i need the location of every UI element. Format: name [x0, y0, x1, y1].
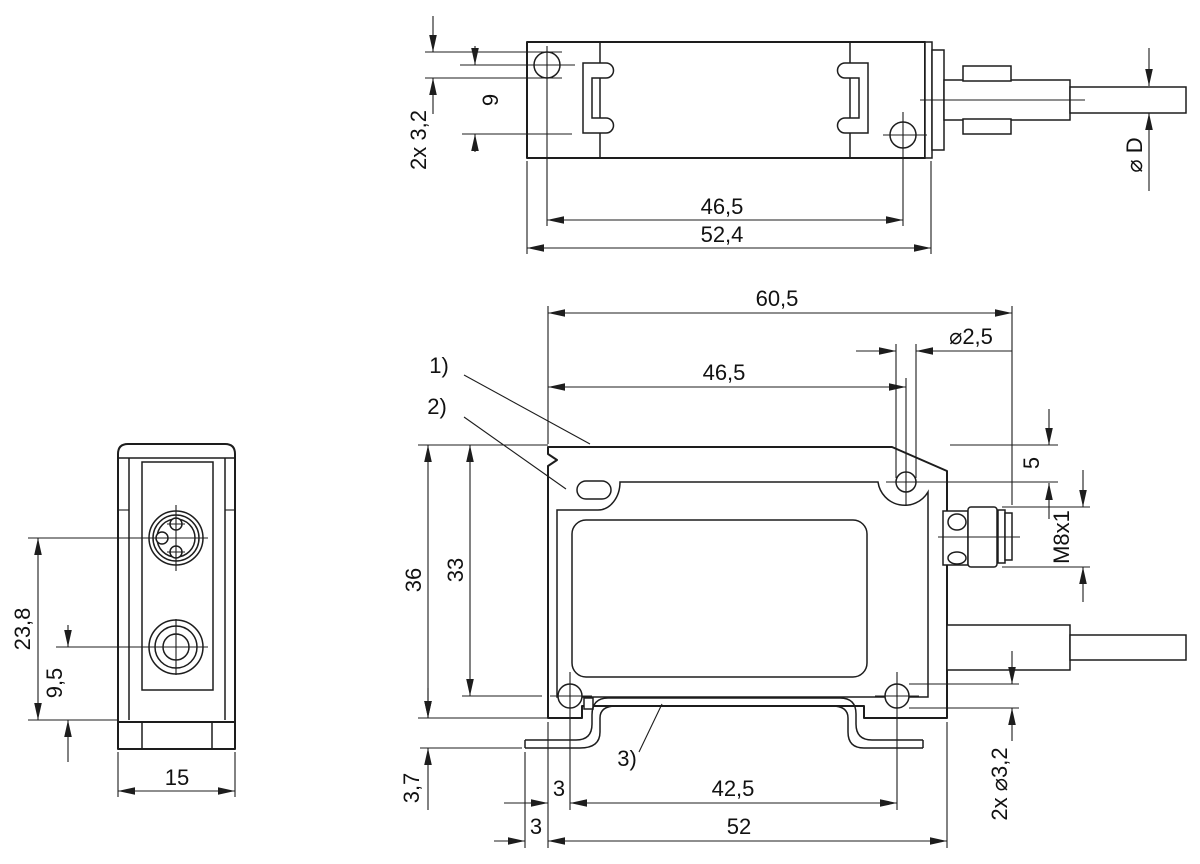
leader-line: [638, 703, 663, 753]
mounting-bracket: [524, 697, 924, 749]
callout-label: 3): [617, 746, 637, 771]
dim-top-hole-dia: ⌀2,5: [856, 324, 1012, 478]
m8-connector-side: [938, 506, 1020, 568]
bracket-top-surface: [525, 697, 923, 741]
dim-bottom-row: 3 42,5 3 52: [494, 722, 948, 848]
callout-label: 1): [429, 353, 449, 378]
front-view: 23,8 9,5 15: [10, 443, 236, 797]
dim-top-hole-spacing: 46,5: [547, 194, 903, 224]
gland-nut-lower: [962, 118, 1012, 135]
leader-line: [463, 416, 567, 490]
dim-clamp-hole-dia: 2x 3,2: [406, 16, 562, 170]
dim-label: 2x 3,2: [406, 110, 431, 170]
gland-nut-upper: [962, 65, 1012, 82]
dim-label: 46,5: [701, 194, 744, 219]
dim-label: 36: [401, 568, 426, 592]
dim-label: 60,5: [756, 286, 799, 311]
dim-label: 23,8: [10, 608, 35, 651]
bracket-bottom-surface: [525, 705, 923, 749]
side-view: 60,5 46,5 ⌀2,5 5 M8x1: [399, 286, 1187, 848]
dim-label: ⌀2,5: [949, 324, 993, 349]
indicator-slot: [576, 480, 612, 500]
dim-label: 33: [443, 558, 468, 582]
leader-line: [463, 374, 591, 445]
callout-1: 1): [429, 353, 591, 445]
cable: [1069, 86, 1187, 114]
connector-detail: [947, 551, 967, 565]
callout-3: 3): [617, 703, 663, 771]
dim-inner-height: 33: [443, 445, 542, 697]
dim-label: M8x1: [1049, 510, 1074, 564]
dim-total-length: 60,5: [547, 286, 1013, 505]
dim-label: 9,5: [42, 668, 67, 699]
dim-hole-edge-offset: 9: [462, 46, 572, 152]
dim-label: 2x ⌀3,2: [987, 747, 1012, 820]
dim-label: 9: [478, 94, 503, 106]
dim-thread: M8x1: [1002, 470, 1090, 602]
bracket-foot-section: [117, 721, 236, 750]
dim-bottom-hole-dia: 2x ⌀3,2: [909, 651, 1019, 821]
dim-housing-length-top: 52,4: [526, 161, 932, 254]
dim-top-hole-spacing: 46,5: [548, 360, 906, 391]
dim-label: 3,7: [399, 773, 424, 804]
type-label-area: [571, 519, 868, 678]
dim-label: 3: [553, 776, 565, 801]
dim-label: 52: [727, 814, 751, 839]
mounting-clip-left: [582, 62, 615, 134]
front-face-outline: [556, 481, 929, 698]
dim-label: ⌀ D: [1122, 137, 1147, 172]
housing-side-outline: [547, 446, 948, 719]
top-view: 2x 3,2 9 46,5 52,4 ⌀ D: [406, 16, 1187, 254]
dim-label: 15: [165, 765, 189, 790]
connector-step: [942, 510, 969, 566]
cable-gland-side: [946, 624, 1071, 671]
cable-side: [1069, 634, 1187, 661]
dim-cable-dia: ⌀ D: [1122, 48, 1153, 191]
dim-housing-width: 15: [117, 752, 236, 797]
dim-label: 52,4: [701, 222, 744, 247]
connector-detail: [947, 513, 967, 531]
bracket-clip-detail: [583, 697, 594, 710]
callout-2: 2): [427, 394, 567, 490]
dim-lens-axis: 9,5: [42, 625, 72, 762]
front-panel: [141, 461, 214, 691]
dim-housing-height: 36: [401, 444, 548, 719]
callout-label: 2): [427, 394, 447, 419]
dim-top-hole-offset: 5: [928, 409, 1058, 519]
dim-bracket-height: 3,7: [399, 688, 522, 810]
dim-label: 42,5: [712, 776, 755, 801]
dim-connector-axis: 23,8: [10, 538, 42, 720]
housing-front-outline: [117, 443, 236, 723]
mounting-clip-right: [836, 62, 869, 134]
dim-label: 3: [530, 814, 542, 839]
dim-label: 46,5: [703, 360, 746, 385]
dim-label: 5: [1019, 457, 1044, 469]
